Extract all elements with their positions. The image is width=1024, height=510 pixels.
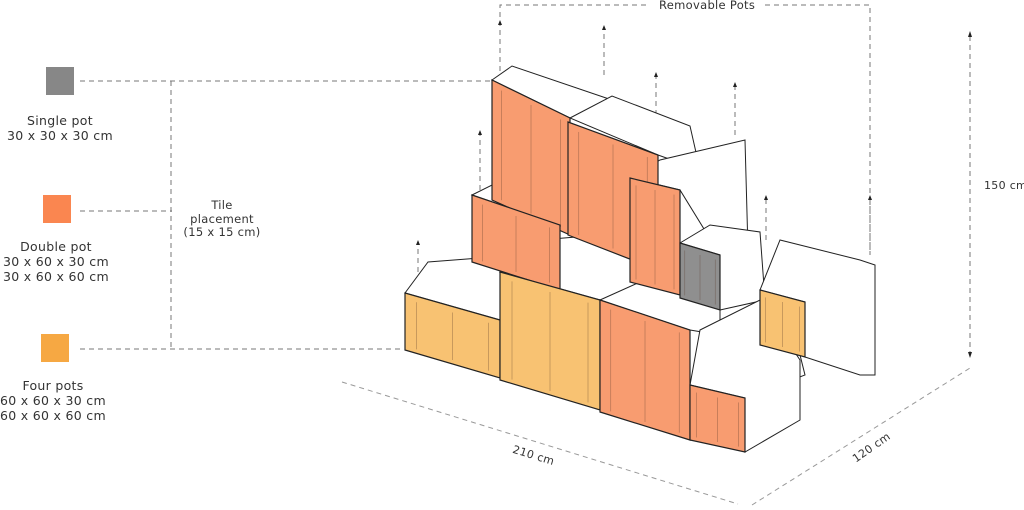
length-dimension-line: [341, 381, 739, 505]
removable-bracket-line: [499, 4, 650, 80]
arrow-head-icon: [968, 31, 972, 37]
single-pot-swatch: [46, 67, 74, 95]
arrow-head-icon: [498, 20, 502, 25]
arrow-head-icon: [733, 82, 737, 87]
dimension-guides: [80, 4, 972, 506]
removable-bracket-line: [765, 4, 871, 255]
double-pot-swatch: [43, 195, 71, 223]
planter-frame: [568, 95, 701, 171]
double-pot-label: Double pot 30 x 60 x 30 cm 30 x 60 x 60 …: [3, 239, 109, 284]
arrow-head-icon: [654, 72, 658, 77]
four-pots-label: Four pots 60 x 60 x 30 cm 60 x 60 x 60 c…: [0, 378, 106, 423]
single-pot-label: Single pot 30 x 30 x 30 cm: [7, 113, 113, 143]
arrow-head-icon: [968, 352, 972, 358]
planter-structure: [404, 65, 876, 453]
arrow-head-icon: [868, 195, 872, 200]
removable-pots-label: Removable Pots: [655, 0, 760, 13]
arrow-head-icon: [602, 25, 606, 30]
arrow-head-icon: [416, 240, 420, 245]
height-label: 150 cm: [984, 179, 1024, 192]
four-pots-swatch: [41, 334, 69, 362]
tile-placement-label: Tile placement (15 x 15 cm): [183, 198, 261, 239]
arrow-head-icon: [478, 130, 482, 135]
depth-dimension-line: [751, 367, 971, 506]
arrow-head-icon: [764, 195, 768, 200]
